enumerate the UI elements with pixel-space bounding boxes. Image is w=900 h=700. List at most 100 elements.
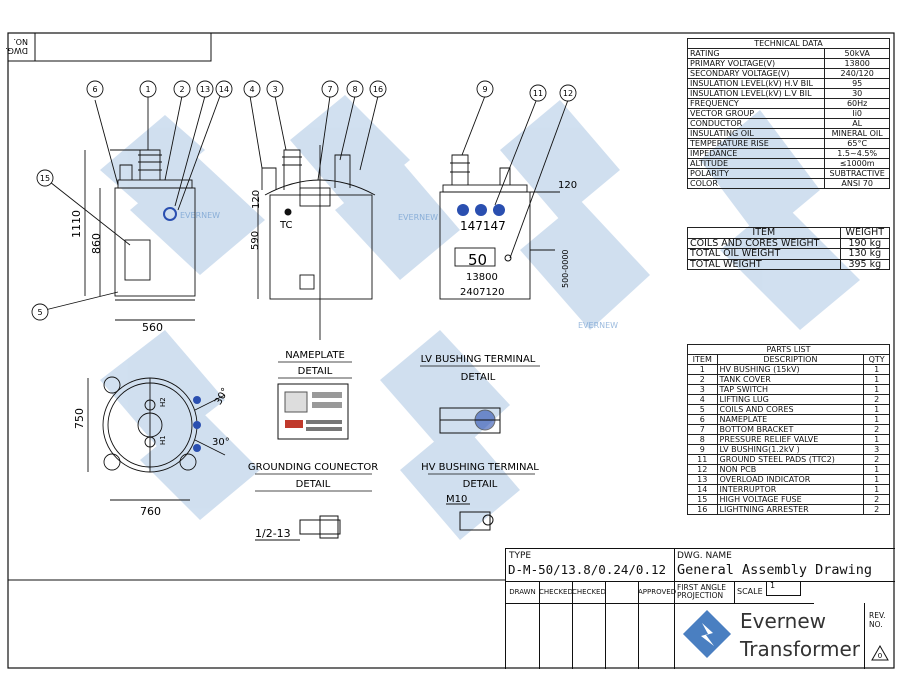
lv-bushings: [457, 204, 505, 216]
rear-label-147: 147147: [460, 219, 506, 233]
tech-param: FREQUENCY: [686, 98, 826, 109]
lv-bushing-detail: DETAIL: [461, 372, 496, 383]
balloon-14: 14: [219, 85, 229, 94]
part-description: NON PCB: [716, 464, 865, 475]
tech-param: INSULATION LEVEL(kV) H.V BIL: [686, 78, 826, 89]
part-qty: 2: [863, 504, 890, 515]
part-description: HV BUSHING (15kV): [716, 364, 865, 375]
front-dim-1110: 1110: [70, 210, 83, 238]
tech-value: 95: [824, 78, 890, 89]
tech-value: 60Hz: [824, 98, 890, 109]
tech-param: POLARITY: [686, 168, 826, 179]
part-qty: 2: [863, 494, 890, 505]
rev-label-1: REV.: [869, 611, 886, 620]
sign-approved: APPROVED: [638, 588, 677, 596]
part-item-no: 3: [687, 384, 718, 395]
projection-label-1: FIRST ANGLE: [677, 583, 726, 592]
part-item-no: 9: [687, 444, 718, 455]
balloon-9: 9: [482, 85, 487, 94]
part-qty: 1: [863, 434, 890, 445]
part-qty: 1: [863, 414, 890, 425]
scale-value: 1: [766, 581, 801, 596]
part-item-no: 8: [687, 434, 718, 445]
watermark-text-2: EVERNEW: [398, 213, 438, 222]
rev-triangle-icon: 0: [871, 645, 889, 661]
nameplate-drawing: [277, 383, 349, 440]
parts-header-desc: DESCRIPTION: [716, 354, 865, 365]
nameplate-title: NAMEPLATE: [285, 350, 345, 361]
part-item-no: 12: [687, 464, 718, 475]
sign-blank: [605, 581, 639, 603]
tech-value: Ii0: [824, 108, 890, 119]
part-description: GROUND STEEL PADS (TTC2): [716, 454, 865, 465]
lv-bushing-title: LV BUSHING TERMINAL: [421, 354, 536, 365]
part-item-no: 16: [687, 504, 718, 515]
grounding-title: GROUNDING COUNECTOR: [248, 462, 378, 473]
part-qty: 1: [863, 374, 890, 385]
rear-label-2407120: 2407120: [460, 287, 505, 298]
signature-header-row: DRAWN CHECKED CHECKED APPROVED: [506, 581, 677, 604]
plan-label-h1: H1: [159, 435, 167, 445]
company-logo-icon: [682, 609, 732, 659]
plan-dim-760: 760: [140, 505, 161, 518]
balloon-12: 12: [563, 89, 573, 98]
part-description: LIFTING LUG: [716, 394, 865, 405]
weight-item: TOTAL WEIGHT: [687, 258, 841, 270]
parts-list-title: PARTS LIST: [687, 344, 890, 355]
grounding-dim: 1/2-13: [255, 527, 291, 540]
rev-cell: REV. NO. 0: [864, 603, 895, 669]
balloon-15: 15: [40, 174, 50, 183]
part-description: LIGHTNING ARRESTER: [716, 504, 865, 515]
watermark-text-3: EVERNEW: [578, 321, 618, 330]
lv-terminal-drawing: [439, 407, 501, 434]
balloon-16: 16: [373, 85, 383, 94]
part-description: INTERRUPTOR: [716, 484, 865, 495]
part-description: LV BUSHING(1.2kV ): [716, 444, 865, 455]
weight-item: TOTAL OIL WEIGHT: [687, 248, 841, 260]
part-description: HIGH VOLTAGE FUSE: [716, 494, 865, 505]
dwg-no-box: [7, 32, 212, 62]
balloons: [31, 80, 577, 321]
rev-label-2: NO.: [869, 620, 883, 629]
part-item-no: 5: [687, 404, 718, 415]
scale-label: SCALE: [737, 587, 763, 596]
company-name-2: Transformer: [740, 637, 861, 661]
part-item-no: 6: [687, 414, 718, 425]
plan-dim-30a: 30°: [213, 386, 231, 407]
weight-value: 130 kg: [839, 248, 891, 260]
front-view: [44, 95, 221, 321]
balloon-2: 2: [179, 85, 184, 94]
dwg-name-value: General Assembly Drawing: [677, 562, 873, 578]
balloon-3: 3: [272, 85, 277, 94]
hv-terminal-drawing: [446, 503, 494, 531]
tech-value: 30: [824, 88, 890, 99]
hv-bushing-detail: DETAIL: [463, 479, 498, 490]
type-label: TYPE: [509, 551, 532, 561]
balloon-1: 1: [145, 85, 150, 94]
tech-param: TEMPERATURE RISE: [686, 138, 826, 149]
tech-value: 65°C: [824, 138, 890, 149]
part-description: TANK COVER: [716, 374, 865, 385]
hv-dim: M10: [446, 494, 467, 505]
part-qty: 2: [863, 424, 890, 435]
table-row: SECONDARY VOLTAGE(V)240/120: [686, 68, 890, 79]
part-item-no: 15: [687, 494, 718, 505]
tech-param: PRIMARY VOLTAGE(V): [686, 58, 826, 69]
rear-label-50: 50: [468, 251, 487, 269]
part-description: PRESSURE RELIEF VALVE: [716, 434, 865, 445]
part-item-no: 11: [687, 454, 718, 465]
